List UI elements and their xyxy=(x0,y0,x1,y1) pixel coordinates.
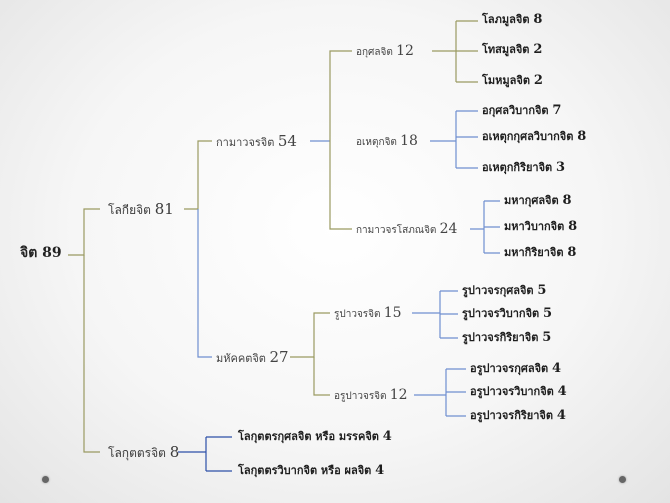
root-node: จิต 89 xyxy=(20,246,62,260)
leaf-rupa-kiriya-count: 5 xyxy=(542,330,552,345)
node-arupavacara: อรูปาวจรจิต 12 xyxy=(334,388,408,402)
node-akusala-count: 12 xyxy=(396,43,414,59)
leaf-lokuttara-kusala-label: โลกุตตรกุศลจิต หรือ มรรคจิต xyxy=(238,430,379,443)
leaf-moha: โมหมูลจิต 2 xyxy=(482,74,543,87)
leaf-lokuttara-vipaka-label: โลกุตตรวิบากจิต หรือ ผลจิต xyxy=(238,464,372,477)
leaf-maha-vipaka-count: 8 xyxy=(568,219,578,234)
leaf-rupa-vipaka-count: 5 xyxy=(543,306,553,321)
connector-lokuttara-leaves xyxy=(178,436,232,472)
leaf-dosa: โทสมูลจิต 2 xyxy=(482,43,542,56)
leaf-rupa-vipaka: รูปาวจรวิบากจิต 5 xyxy=(462,307,552,320)
root-label: จิต xyxy=(20,245,38,261)
leaf-ahetuka-kiriya-label: อเหตุกกิริยาจิต xyxy=(482,161,553,174)
leaf-rupa-vipaka-label: รูปาวจรวิบากจิต xyxy=(462,307,540,320)
leaf-dosa-label: โทสมูลจิต xyxy=(482,43,530,56)
leaf-moha-count: 2 xyxy=(533,73,543,88)
node-mahaggata: มหัคคตจิต 27 xyxy=(216,350,289,365)
node-rupavacara-label: รูปาวจรจิต xyxy=(334,309,381,320)
connector-arupa-leaves xyxy=(414,368,466,417)
node-arupavacara-count: 12 xyxy=(389,387,408,403)
leaf-lokuttara-kusala-count: 4 xyxy=(382,429,392,444)
leaf-arupa-kiriya: อรูปาวจรกิริยาจิต 4 xyxy=(470,409,566,422)
node-ahetuka-count: 18 xyxy=(400,133,418,149)
node-kamavacara-count: 54 xyxy=(277,132,297,150)
leaf-lokuttara-vipaka: โลกุตตรวิบากจิต หรือ ผลจิต 4 xyxy=(238,464,384,477)
leaf-maha-vipaka-label: มหาวิบากจิต xyxy=(504,220,565,233)
connector-mahaggata-arupa xyxy=(313,357,330,396)
node-mahaggata-label: มหัคคตจิต xyxy=(216,352,266,365)
leaf-arupa-kusala-label: อรูปาวจรกุศลจิต xyxy=(470,362,549,375)
leaf-akusala-vipaka: อกุศลวิบากจิต 7 xyxy=(482,104,561,117)
connector-kamavacara-akusala xyxy=(329,50,352,141)
node-kama-sobhana: กามาวจรโสภณจิต 24 xyxy=(356,222,457,236)
leaf-arupa-kusala: อรูปาวจรกุศลจิต 4 xyxy=(470,362,561,375)
connector-kamavacara-sobhana xyxy=(329,141,352,230)
leaf-lobha-label: โลภมูลจิต xyxy=(482,13,530,26)
connector-sobhana-leaves xyxy=(470,200,500,254)
connector-rupa-leaves xyxy=(412,290,458,339)
leaf-rupa-kusala: รูปาวจรกุศลจิต 5 xyxy=(462,284,546,297)
node-mahaggata-count: 27 xyxy=(269,348,289,366)
leaf-maha-kiriya-count: 8 xyxy=(567,245,577,260)
leaf-lokuttara-kusala: โลกุตตรกุศลจิต หรือ มรรคจิต 4 xyxy=(238,430,392,443)
slide-corner-dot-left xyxy=(42,476,49,483)
leaf-ahetuka-kiriya: อเหตุกกิริยาจิต 3 xyxy=(482,161,565,174)
node-lokiya-label: โลกียจิต xyxy=(108,203,151,217)
leaf-lobha: โลภมูลจิต 8 xyxy=(482,13,542,26)
connector-mahaggata-rupa xyxy=(290,312,330,358)
slide-corner-dot-right xyxy=(619,476,626,483)
node-rupavacara: รูปาวจรจิต 15 xyxy=(334,306,402,320)
leaf-rupa-kusala-count: 5 xyxy=(537,283,547,298)
leaf-moha-label: โมหมูลจิต xyxy=(482,74,530,87)
connector-root-lokiya xyxy=(68,208,100,256)
connector-lokiya-kamavacara xyxy=(184,140,212,210)
node-kama-sobhana-count: 24 xyxy=(439,221,458,237)
leaf-arupa-vipaka-count: 4 xyxy=(557,384,567,399)
leaf-ahetuka-kusala-vipaka-label: อเหตุกกุศลวิบากจิต xyxy=(482,130,574,143)
leaf-ahetuka-kusala-vipaka: อเหตุกกุศลวิบากจิต 8 xyxy=(482,130,586,143)
leaf-akusala-vipaka-label: อกุศลวิบากจิต xyxy=(482,104,549,117)
node-ahetuka-label: อเหตุกจิต xyxy=(356,137,397,148)
node-kama-sobhana-label: กามาวจรโสภณจิต xyxy=(356,225,437,236)
leaf-arupa-vipaka-label: อรูปาวจรวิบากจิต xyxy=(470,385,554,398)
leaf-maha-kusala: มหากุศลจิต 8 xyxy=(504,194,572,207)
root-count: 89 xyxy=(42,245,62,261)
leaf-maha-vipaka: มหาวิบากจิต 8 xyxy=(504,220,577,233)
leaf-dosa-count: 2 xyxy=(533,42,543,57)
leaf-rupa-kiriya: รูปาวจรกิริยาจิต 5 xyxy=(462,331,551,344)
node-lokuttara: โลกุตตรจิต 8 xyxy=(108,445,179,460)
node-ahetuka: อเหตุกจิต 18 xyxy=(356,134,418,148)
connector-akusala-leaves xyxy=(432,20,478,83)
node-kamavacara-label: กามาวจรจิต xyxy=(216,136,275,149)
leaf-arupa-vipaka: อรูปาวจรวิบากจิต 4 xyxy=(470,385,567,398)
leaf-arupa-kiriya-count: 4 xyxy=(556,408,566,423)
node-kamavacara: กามาวจรจิต 54 xyxy=(216,134,297,149)
connector-root-lokuttara xyxy=(83,255,100,453)
leaf-ahetuka-kusala-vipaka-count: 8 xyxy=(577,129,587,144)
node-akusala-label: อกุศลจิต xyxy=(356,47,393,58)
leaf-ahetuka-kiriya-count: 3 xyxy=(556,160,566,175)
node-arupavacara-label: อรูปาวจรจิต xyxy=(334,391,387,402)
connector-lokiya-mahaggata xyxy=(197,209,212,358)
leaf-arupa-kiriya-label: อรูปาวจรกิริยาจิต xyxy=(470,409,553,422)
leaf-rupa-kiriya-label: รูปาวจรกิริยาจิต xyxy=(462,331,539,344)
leaf-rupa-kusala-label: รูปาวจรกุศลจิต xyxy=(462,284,534,297)
leaf-lobha-count: 8 xyxy=(533,12,543,27)
leaf-arupa-kusala-count: 4 xyxy=(552,361,562,376)
node-rupavacara-count: 15 xyxy=(383,305,402,321)
node-akusala: อกุศลจิต 12 xyxy=(356,44,414,58)
connector-ahetuka-leaves xyxy=(430,110,478,169)
leaf-lokuttara-vipaka-count: 4 xyxy=(375,463,385,478)
leaf-akusala-vipaka-count: 7 xyxy=(552,103,562,118)
node-lokiya-count: 81 xyxy=(154,200,174,218)
node-lokuttara-count: 8 xyxy=(169,443,180,461)
leaf-maha-kiriya-label: มหากิริยาจิต xyxy=(504,246,564,259)
node-lokuttara-label: โลกุตตรจิต xyxy=(108,446,166,460)
leaf-maha-kusala-label: มหากุศลจิต xyxy=(504,194,559,207)
node-lokiya: โลกียจิต 81 xyxy=(108,202,174,217)
leaf-maha-kusala-count: 8 xyxy=(562,193,572,208)
leaf-maha-kiriya: มหากิริยาจิต 8 xyxy=(504,246,576,259)
